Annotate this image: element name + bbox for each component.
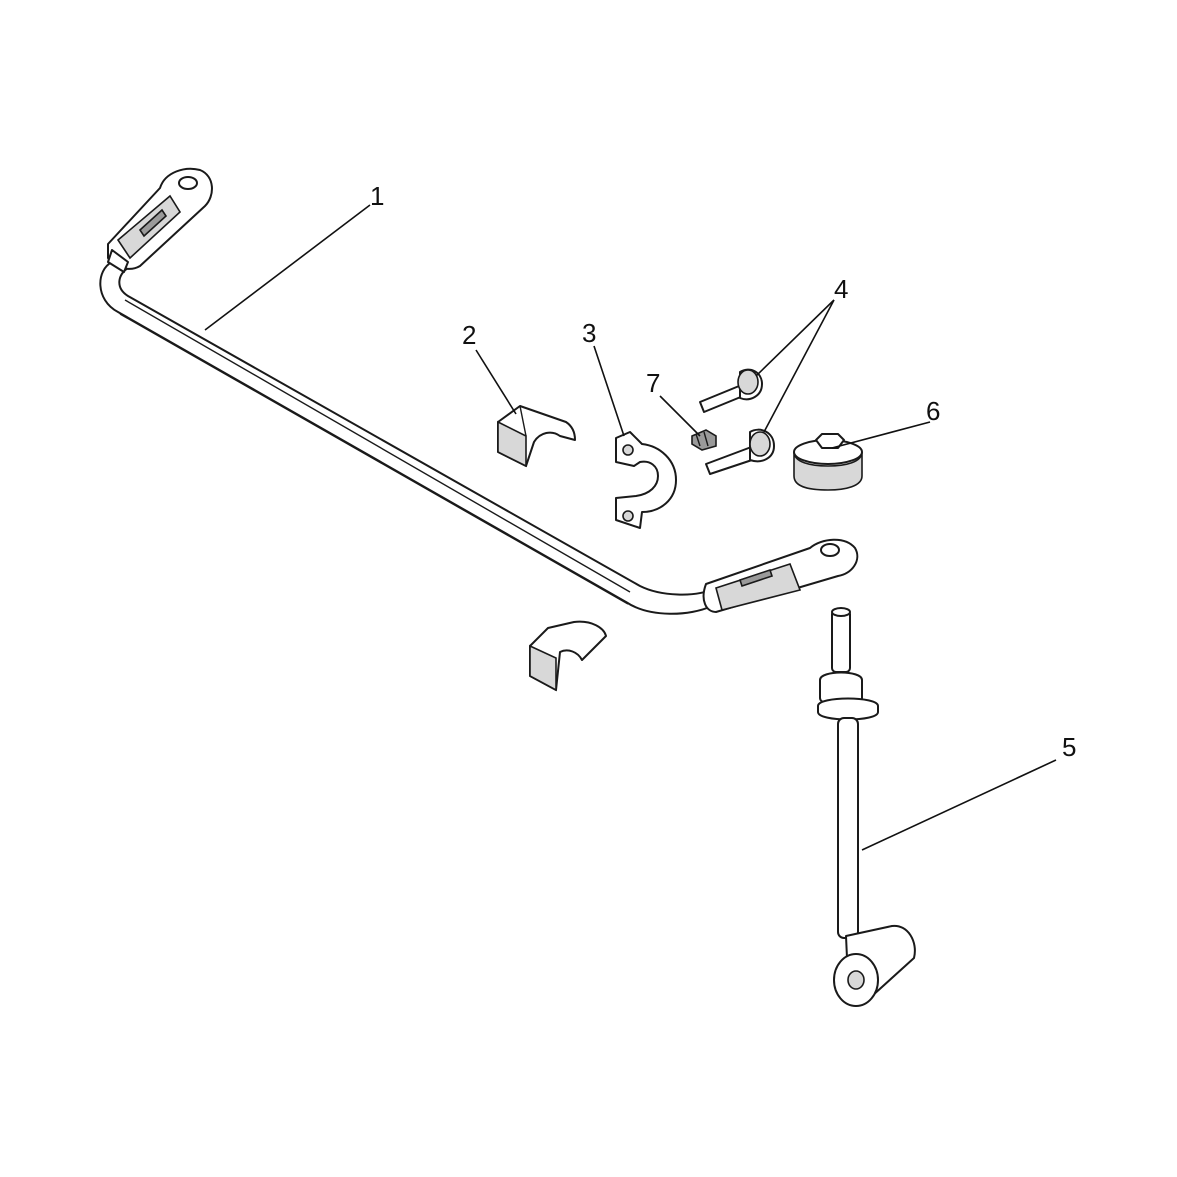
callout-3: 3 — [582, 318, 596, 348]
bushing-upper — [497, 405, 576, 468]
rubber-mount — [793, 433, 863, 491]
leader-lines — [204, 204, 1057, 851]
leader-7 — [659, 395, 701, 437]
callout-7: 7 — [646, 368, 660, 398]
leader-5 — [861, 759, 1057, 851]
small-nut — [691, 429, 717, 451]
bolt-lower — [705, 428, 775, 475]
leader-6 — [831, 421, 931, 449]
leader-2 — [475, 349, 517, 415]
callout-6: 6 — [926, 396, 940, 426]
callout-1: 1 — [370, 181, 384, 211]
bolt-upper — [699, 368, 763, 413]
callouts: 1 2 3 4 5 6 7 — [370, 181, 1076, 762]
clamp-bracket — [615, 431, 677, 529]
callout-2: 2 — [462, 320, 476, 350]
callout-4: 4 — [834, 274, 848, 304]
leader-1 — [204, 204, 371, 331]
leader-3 — [593, 345, 625, 437]
end-link — [817, 607, 916, 1007]
bushing-lower — [529, 620, 607, 692]
callout-5: 5 — [1062, 732, 1076, 762]
stabilizer-bar — [99, 167, 859, 615]
leader-4b — [763, 299, 835, 433]
leader-4a — [755, 299, 835, 377]
